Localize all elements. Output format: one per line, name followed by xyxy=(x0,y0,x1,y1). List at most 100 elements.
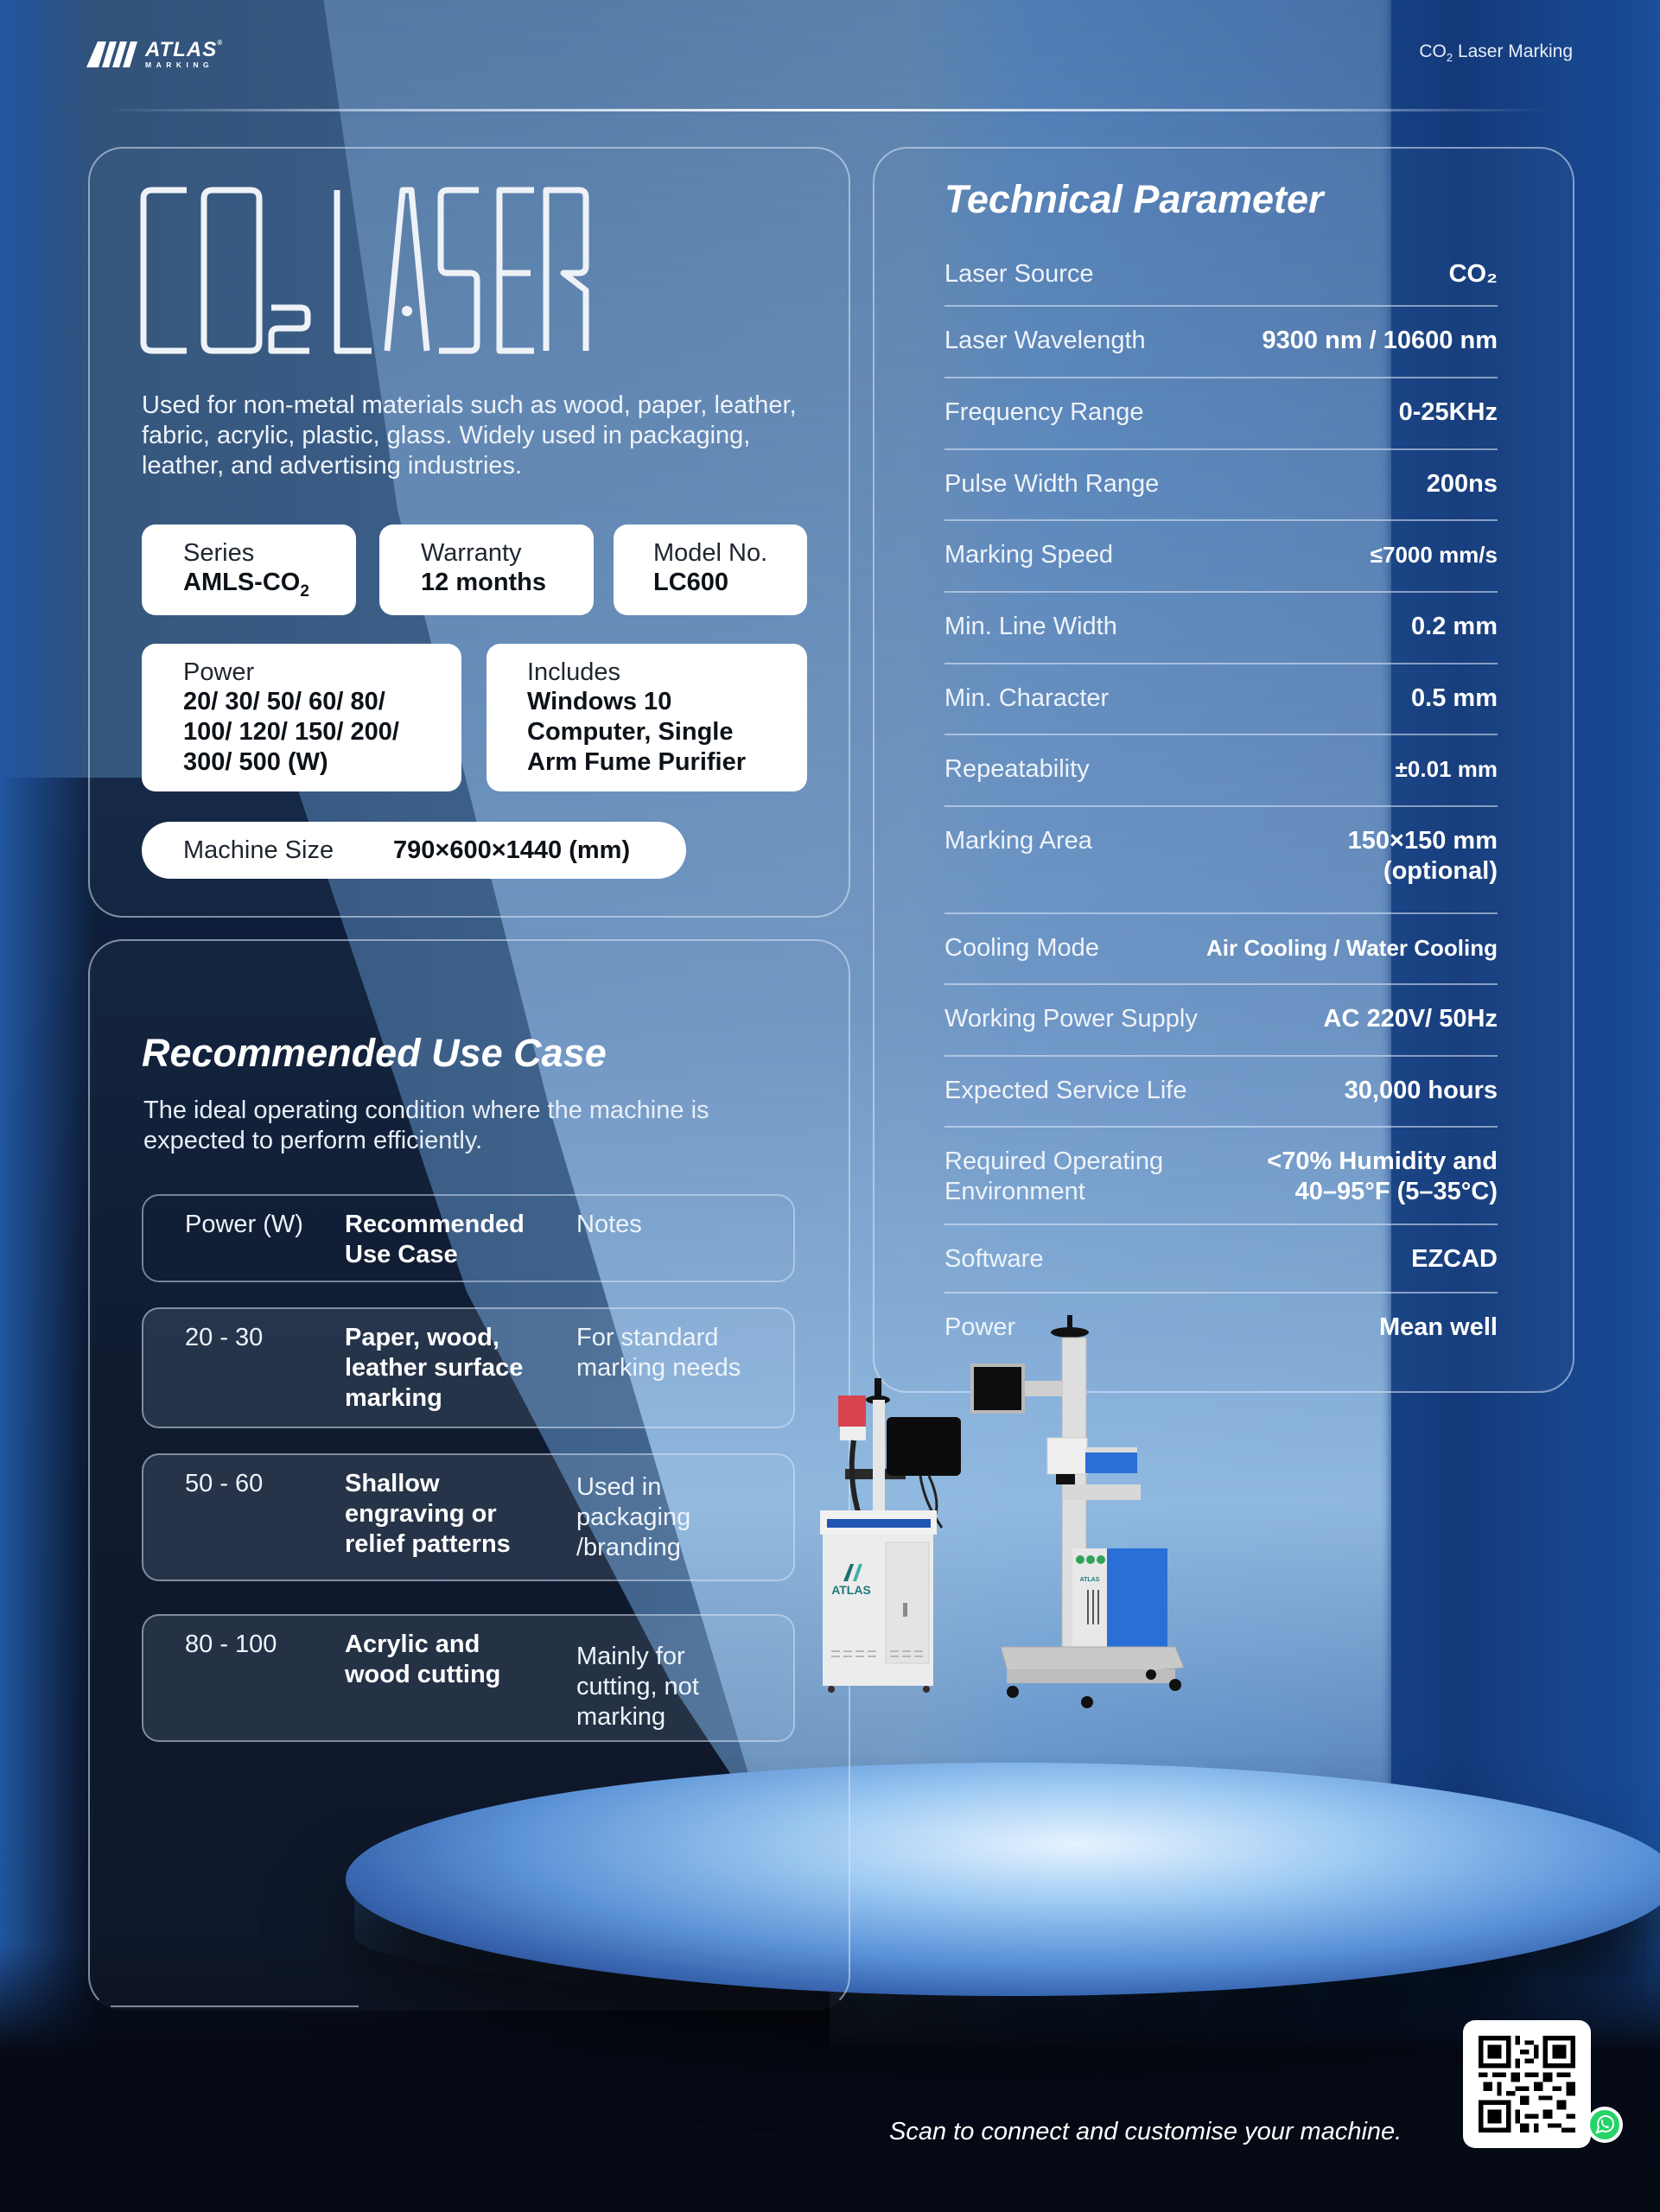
tag-suffix: Laser Marking xyxy=(1453,41,1573,61)
tech-row-label: Frequency Range xyxy=(944,397,1144,428)
header-divider xyxy=(104,109,1547,111)
use-case-header-row: Power (W) Recommended Use Case Notes xyxy=(142,1194,795,1282)
tech-label-line: Environment xyxy=(944,1178,1085,1205)
tech-row-label: Pulse Width Range xyxy=(944,469,1159,499)
use-case-power: 50 - 60 xyxy=(185,1470,264,1497)
tech-value-line: 0.2 mm xyxy=(1411,613,1498,640)
tech-row: Marking Area 150×150 mm(optional) xyxy=(944,807,1498,914)
header-use-case: Recommended Use Case xyxy=(345,1210,576,1281)
tech-row: Repeatability±0.01 mm xyxy=(944,735,1498,807)
tech-label-line: Frequency Range xyxy=(944,398,1144,426)
svg-text:ATLAS: ATLAS xyxy=(1080,1577,1100,1583)
tech-label-line: Software xyxy=(944,1245,1044,1273)
use-case-panel xyxy=(88,939,850,2011)
tech-row-value: 0-25KHz xyxy=(1399,397,1498,428)
chip-value: AMLS-CO2 xyxy=(183,568,356,607)
tech-row: Marking Speed ≤7000 mm/s xyxy=(944,521,1498,593)
laser-head xyxy=(838,1395,866,1427)
brand-name: ATLAS xyxy=(145,38,218,61)
tech-row-value: 0.5 mm xyxy=(1411,683,1498,714)
chip-value-line: Arm Fume Purifier xyxy=(527,748,746,776)
tech-row-value: ≤7000 mm/s xyxy=(1371,540,1498,570)
use-case-line: engraving or xyxy=(345,1500,497,1528)
tech-value-line: 9300 nm / 10600 nm xyxy=(1262,327,1498,354)
notes-line: Used in xyxy=(576,1473,662,1501)
tech-row-value: AC 220V/ 50Hz xyxy=(1324,1004,1498,1034)
scan-caption: Scan to connect and customise your machi… xyxy=(889,2118,1402,2145)
chip-label: Model No. xyxy=(653,539,768,567)
notes-line: packaging xyxy=(576,1503,691,1531)
intro-description: Used for non-metal materials such as woo… xyxy=(142,391,797,480)
tech-row: Working Power Supply AC 220V/ 50Hz xyxy=(944,985,1498,1057)
brand-subtitle: MARKING xyxy=(145,60,214,69)
machine-size-label: Machine Size xyxy=(183,836,334,864)
tag-prefix: CO xyxy=(1419,41,1447,61)
standing-laser-machine: ATLAS xyxy=(970,1315,1185,1708)
spec-chip-series: Series AMLS-CO2 xyxy=(142,524,356,615)
notes-line: /branding xyxy=(576,1534,681,1561)
background-left-glow xyxy=(0,0,95,2212)
tech-row-value: 30,000 hours xyxy=(1345,1076,1498,1106)
tech-label-line: Cooling Mode xyxy=(944,934,1099,962)
tech-row: Laser Source CO₂ xyxy=(944,244,1498,307)
tech-row: Min. Character 0.5 mm xyxy=(944,664,1498,735)
use-case-line: Paper, wood, xyxy=(345,1324,499,1351)
use-case-line: marking xyxy=(345,1384,442,1412)
notes-line: cutting, not xyxy=(576,1673,699,1700)
use-case-line: wood cutting xyxy=(345,1661,501,1688)
tech-row-value: 150×150 mm(optional) xyxy=(1348,826,1498,887)
tech-row-label: Laser Source xyxy=(944,259,1094,289)
laser-machines-illustration: ATLAS ATLAS xyxy=(820,1315,1185,1708)
tech-value-line: EZCAD xyxy=(1411,1245,1498,1273)
tech-value-line: 0-25KHz xyxy=(1398,398,1498,426)
notes-line: For standard xyxy=(576,1324,719,1351)
chip-label: Series xyxy=(183,539,255,567)
use-case-line: leather surface xyxy=(345,1354,524,1382)
tech-row-value: 0.2 mm xyxy=(1411,612,1498,642)
desktop-monitor xyxy=(887,1417,961,1476)
tech-row-value: CO₂ xyxy=(1449,259,1498,289)
brand-logo[interactable]: ATLAS® MARKING xyxy=(86,40,223,69)
tech-label-line: Required Operating xyxy=(944,1147,1164,1175)
tech-row-label: Working Power Supply xyxy=(944,1004,1198,1034)
tech-row-label: Marking Area xyxy=(944,826,1092,856)
tech-row-label: Min. Character xyxy=(944,683,1109,714)
series-subscript: 2 xyxy=(300,582,309,601)
tech-value-line: CO₂ xyxy=(1448,260,1498,288)
chip-value-line: 20/ 30/ 50/ 60/ 80/ xyxy=(183,688,385,715)
machine-size-value: 790×600×1440 (mm) xyxy=(393,836,631,864)
tech-label-line: Marking Speed xyxy=(944,541,1114,569)
tech-value-line: Air Cooling / Water Cooling xyxy=(1205,935,1498,961)
header-power: Power (W) xyxy=(185,1211,303,1238)
machine-size-pill: Machine Size 790×600×1440 (mm) xyxy=(142,822,686,879)
notes-line: marking xyxy=(576,1703,666,1731)
whatsapp-icon[interactable] xyxy=(1587,2107,1623,2143)
tech-row: Software EZCAD xyxy=(944,1225,1498,1294)
spec-chip-includes: Includes Windows 10 Computer, Single Arm… xyxy=(487,644,807,791)
tech-value-line: 40–95°F (5–35°C) xyxy=(1294,1178,1498,1205)
header-notes: Notes xyxy=(576,1211,642,1238)
tech-row-label: Repeatability xyxy=(944,754,1090,785)
header-product-tag: CO2 Laser Marking xyxy=(1419,41,1573,64)
tech-row-label: Power xyxy=(944,1313,1015,1343)
tech-row-label: Cooling Mode xyxy=(944,933,1099,963)
qr-code[interactable] xyxy=(1463,2020,1591,2148)
series-prefix: AMLS-CO xyxy=(183,569,301,596)
tech-label-line: Laser Wavelength xyxy=(944,327,1146,354)
use-case-line: relief patterns xyxy=(345,1530,511,1558)
tech-row-value: EZCAD xyxy=(1411,1244,1498,1274)
use-case-power: 80 - 100 xyxy=(185,1630,277,1658)
header-use-case-line: Recommended xyxy=(345,1211,525,1238)
chip-value-line: Computer, Single xyxy=(527,718,734,746)
chip-value: LC600 xyxy=(653,569,729,596)
use-case-line: Acrylic and xyxy=(345,1630,480,1658)
use-case-title: Recommended Use Case xyxy=(142,1031,607,1075)
chip-value: 12 months xyxy=(421,569,547,596)
